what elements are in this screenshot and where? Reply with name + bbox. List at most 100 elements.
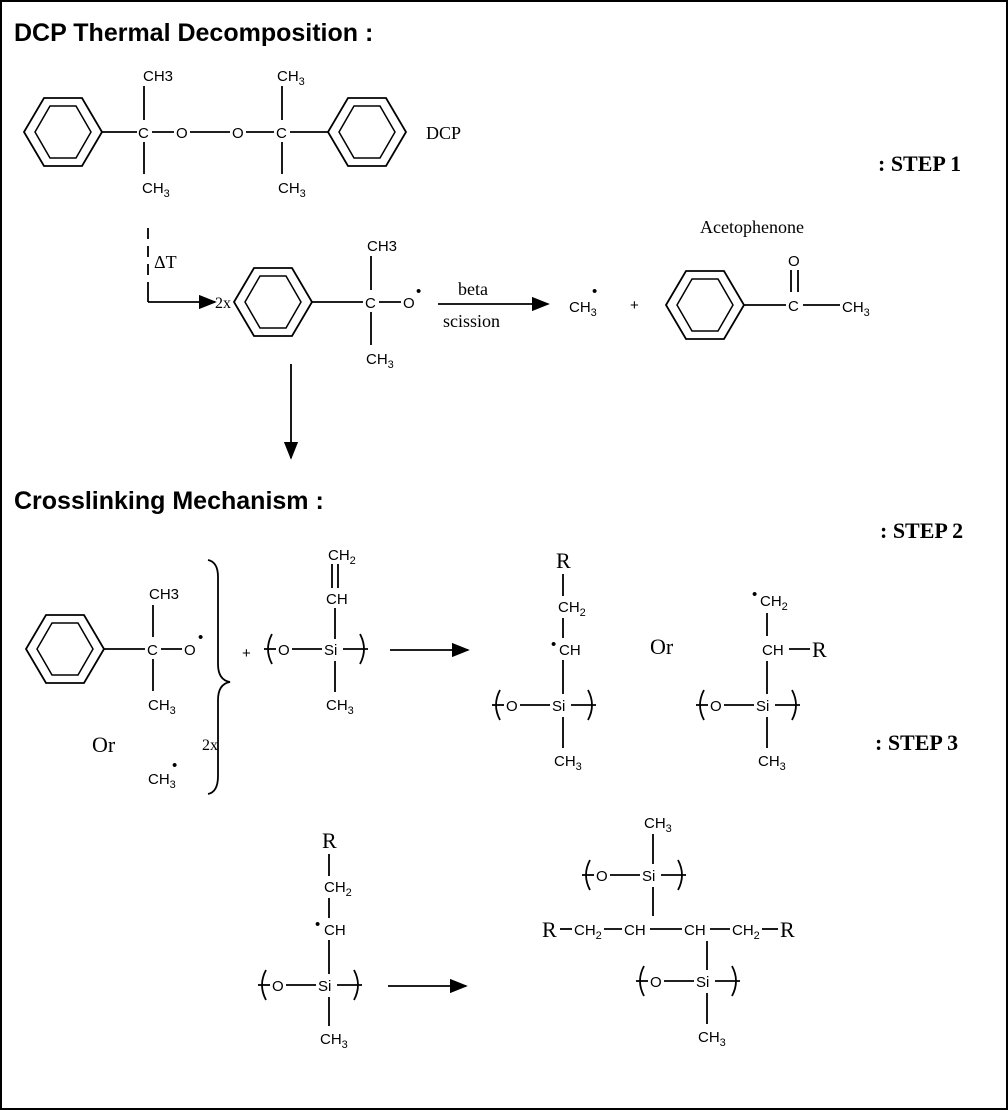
ch-radical: CH [324,922,346,939]
atom-c-carbonyl: C [788,298,799,315]
ch-vinyl: CH [326,591,348,608]
atom-si: Si [324,642,337,659]
vinyl-siloxane-unit: CH2 CH O Si CH3 [264,547,368,717]
r-group: R [812,637,827,662]
r-group-right: R [780,917,795,942]
beta-label: beta [458,279,488,299]
heading-dcp-thermal-decomposition: DCP Thermal Decomposition : [14,19,373,47]
product-a-radical: R CH2 • CH O Si CH3 [492,548,596,773]
ch3-top-left: CH3 [143,68,173,85]
atom-o: O [278,642,290,659]
two-x-label: 2x [215,295,231,312]
atom-o: O [272,978,284,995]
ch3-top: CH3 [149,586,179,603]
atom-o-radical: O [403,295,415,312]
paren-right [587,689,593,721]
ch-right: CH [684,922,706,939]
ch3-acetyl: CH3 [842,299,870,319]
cumyloxy-radical: 2x C CH3 CH3 O • [215,238,421,371]
atom-o-carbonyl: O [788,253,800,270]
two-x-label-step3: 2x [202,737,218,754]
product-b-radical: • CH2 CH R O Si CH3 [696,586,827,773]
beta-scission-arrow: beta scission [438,279,550,331]
radical-dot: • [416,283,421,300]
curly-brace [207,559,231,795]
radical-dot: • [752,586,757,603]
ch3-si: CH3 [326,697,354,717]
atom-o2: O [232,125,244,142]
methyl-radical: CH3 [148,771,176,791]
paren-right [791,689,797,721]
methyl-radical-dot: • [592,283,597,300]
benzene-ring-right [326,97,408,167]
radical-dot: • [198,629,203,646]
atom-c: C [365,295,376,312]
ch3-bottom: CH3 [148,697,176,717]
ch3-si: CH3 [758,753,786,773]
or-label-products: Or [650,634,674,659]
ch2: CH2 [558,599,586,619]
paren-right [353,969,359,1001]
cumyloxy-radical-step2: C CH3 CH3 O • Or CH3 • [24,586,203,791]
methyl-radical: CH3 [569,299,597,319]
ch3-top: CH3 [367,238,397,255]
ch3-bottom-left: CH3 [142,180,170,200]
step-2-label: : STEP 2 [880,518,963,543]
atom-si: Si [318,978,331,995]
heading-crosslinking-mechanism: Crosslinking Mechanism : [14,487,324,515]
atom-c1: C [138,125,149,142]
ch: CH [762,642,784,659]
ch3-bottom-si: CH3 [698,1029,726,1049]
atom-c2: C [276,125,287,142]
atom-c: C [147,642,158,659]
atom-si: Si [756,698,769,715]
atom-o1: O [176,125,188,142]
ch-radical: CH [559,642,581,659]
atom-o: O [506,698,518,715]
scission-label: scission [443,311,500,331]
paren-right [359,633,365,665]
atom-o: O [710,698,722,715]
dcp-molecule: C CH3 CH3 O O C CH3 CH3 DCP [22,68,461,200]
paren-right [731,965,737,997]
atom-si: Si [552,698,565,715]
crosslinked-product: CH3 O Si R CH2 CH CH CH2 R O Si CH3 [542,815,795,1049]
atom-si-top: Si [642,868,655,885]
radical-dot: • [315,916,320,933]
plus-sign: + [630,297,639,314]
step-1-label: : STEP 1 [878,151,961,176]
ch3-si: CH3 [320,1031,348,1051]
step3-reactant-radical: 2x R CH2 • CH O Si CH3 [202,737,362,1051]
methyl-radical-dot: • [172,757,177,774]
atom-o-radical: O [184,642,196,659]
step-3-label: : STEP 3 [875,730,958,755]
plus-sign-step2: + [242,645,251,662]
delta-t-label: ΔT [154,252,177,272]
ch-left: CH [624,922,646,939]
ch2-radical: CH2 [760,593,788,613]
heat-decomposition-arrow: ΔT [147,228,217,310]
ch2-left: CH2 [574,922,602,942]
acetophenone-molecule: Acetophenone C O CH3 [664,217,870,340]
benzene-ring-left [22,97,104,167]
ch2: CH2 [324,879,352,899]
atom-si-bottom: Si [696,974,709,991]
or-label-left: Or [92,732,116,757]
r-group: R [322,828,337,853]
r-group-left: R [542,917,557,942]
ch2-vinyl: CH2 [328,547,356,567]
ch3-top-si: CH3 [644,815,672,835]
ch3-si: CH3 [554,753,582,773]
ch2-right: CH2 [732,922,760,942]
ch3-bottom-right: CH3 [278,180,306,200]
atom-o: O [650,974,662,991]
paren-right [677,859,683,891]
r-group: R [556,548,571,573]
acetophenone-label: Acetophenone [700,217,804,237]
radical-dot: • [551,636,556,653]
dcp-label: DCP [426,123,461,143]
ch3-bottom: CH3 [366,351,394,371]
atom-o: O [596,868,608,885]
